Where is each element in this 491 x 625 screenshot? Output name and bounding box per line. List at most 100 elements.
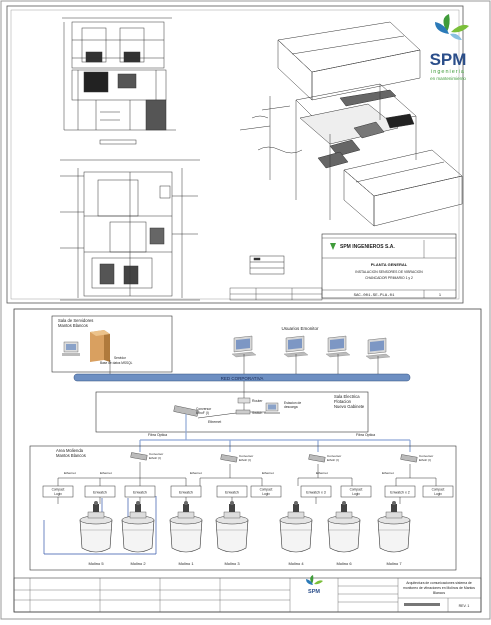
converter-label-2: EthoF (I) xyxy=(149,456,161,460)
compact-logix-label-1: Compact xyxy=(432,488,445,492)
network-sheet: Sala de Servidores Mantos Blancos Servid… xyxy=(13,308,482,613)
compact-logix-label-2: Logix xyxy=(352,492,360,496)
electrical-room-1: Sala Electrica xyxy=(334,394,360,399)
enwatch-module: Enwatch xyxy=(170,485,202,498)
ethernet-label: Ethernet xyxy=(190,471,202,475)
mill-label: Molino 4 xyxy=(288,561,304,566)
compact-logix-label-2: Logix xyxy=(262,492,270,496)
title-block-line-3: Blancos xyxy=(433,591,445,595)
enwatch-module: Enwatch xyxy=(124,485,156,498)
ethernet-label: Ethernet xyxy=(316,471,328,475)
enwatch-label: Enwatch xyxy=(93,491,107,495)
top-plan-sheet: SPM INGENIEROS S.A. PLANTA GENERAL INSTA… xyxy=(6,5,464,304)
corporate-network-label: RED CORPORATIVA xyxy=(221,376,264,381)
server-room-title-2: Mantos Blancos xyxy=(58,323,88,328)
electrical-room-2: Flotacion xyxy=(334,399,352,404)
section-drawing xyxy=(60,159,200,301)
top-company-name: SPM INGENIEROS S.A. xyxy=(340,244,395,250)
ethernet-main-label: Ethernet xyxy=(208,420,221,424)
ethernet-label: Ethernet xyxy=(382,471,394,475)
enwatch-module: Enwatch xyxy=(84,485,116,498)
title-block-line-1: Arquitectura de comunicaciones sistema d… xyxy=(406,581,472,585)
top-drawing-number: SAC-001-SE-PLA-01 xyxy=(354,294,395,298)
converter-label-2: EthoF (I) xyxy=(419,458,431,462)
mill-icon: Molino 7 xyxy=(377,501,411,566)
ethernet-label: Ethernet xyxy=(64,471,76,475)
mill-icon: Molino 2 xyxy=(121,501,155,566)
mill-icon: Molino 4 xyxy=(279,501,313,566)
spm-small-logo-icon xyxy=(330,243,336,250)
switch-label: Switch xyxy=(252,411,262,415)
enwatch-label: Enwatch x 3 xyxy=(306,491,326,495)
compact-logix-label-2: Logix xyxy=(434,492,442,496)
spm-leaf-icon xyxy=(435,14,469,40)
compact-logix-label-1: Compact xyxy=(260,488,273,492)
bottom-title-block: SPM Arquitectura de comunicaciones siste… xyxy=(13,575,482,613)
main-converter-icon xyxy=(173,405,199,417)
user-workstation-icon xyxy=(231,335,257,358)
electrical-room-3: Nuevo Gabinete xyxy=(334,404,365,409)
router-label: Router xyxy=(252,399,263,403)
fiber-label-right: Fibra Optica xyxy=(356,433,375,437)
router-icon xyxy=(237,397,251,404)
converter-label-2: EthoF (I) xyxy=(239,458,251,462)
enwatch-label: Enwatch xyxy=(225,491,239,495)
user-workstations xyxy=(231,335,391,360)
converter-label-2: EthoF (I) xyxy=(327,458,339,462)
electrical-room: Sala Electrica Flotacion Nuevo Gabinete … xyxy=(95,381,369,433)
main-converter-label-2: EthoF (I) xyxy=(196,411,209,415)
compact-logix-label-1: Compact xyxy=(350,488,363,492)
converter-label-1: Conversor xyxy=(419,454,433,458)
server-room: Sala de Servidores Mantos Blancos Servid… xyxy=(51,315,173,373)
revision-label: REV. 1 xyxy=(459,604,470,608)
enwatch-label: Enwatch xyxy=(179,491,193,495)
mill-label: Molino 5 xyxy=(88,561,104,566)
enwatch-module: Enwatch x 3 xyxy=(300,485,332,498)
area-title-2: Mantos Blancos xyxy=(56,453,86,458)
enwatch-label: Enwatch x 2 xyxy=(390,491,410,495)
area-links xyxy=(43,462,437,555)
brand-name: SPM xyxy=(430,50,467,69)
converter-label-1: Conversor xyxy=(149,452,163,456)
top-drawing-subtitle-1: INSTALACION SENSORES DE VIBRACION xyxy=(355,270,423,274)
server-label-2: Base de datos MSSQL xyxy=(100,361,133,365)
isometric-drawing xyxy=(239,21,463,227)
fiber-converter-icon xyxy=(130,452,148,461)
ethernet-label: Ethernet xyxy=(262,471,274,475)
mill-icon: Molino 6 xyxy=(327,501,361,566)
top-drawing-subtitle-2: CHANCADOR PRIMARIO 1 y 2 xyxy=(365,276,413,280)
mill-icon: Molino 3 xyxy=(215,501,249,566)
corporate-network-bar xyxy=(73,373,411,382)
legend-box xyxy=(249,255,285,275)
spm-logo: SPM ingenieria en mantenimiento xyxy=(430,14,469,81)
drawing-code-bar xyxy=(404,603,440,606)
ethernet-label: Ethernet xyxy=(100,471,112,475)
fiber-converter-icon xyxy=(308,454,326,463)
brand-tagline-2: en mantenimiento xyxy=(430,76,466,81)
mill-label: Molino 6 xyxy=(336,561,352,566)
mill-icon: Molino 1 xyxy=(169,501,203,566)
bottom-brand-name: SPM xyxy=(308,589,320,595)
brand-tagline-1: ingenieria xyxy=(431,69,465,75)
fiber-converter-icon xyxy=(400,454,418,463)
mill-icon: Molino 5 xyxy=(79,501,113,566)
switch-icon xyxy=(235,409,251,415)
top-revisions-table xyxy=(229,287,323,301)
download-workstation-icon xyxy=(264,402,280,414)
area-title-1: Area Molienda xyxy=(56,448,84,453)
main-converter-label-1: Conversor xyxy=(196,407,212,411)
grinding-area: Area Molienda Mantos Blancos ConversorEt… xyxy=(29,445,457,571)
bottom-spm-logo: SPM xyxy=(306,575,323,595)
user-workstation-icon xyxy=(325,335,351,358)
converter-label-1: Conversor xyxy=(327,454,341,458)
server-tower-icon xyxy=(90,330,110,362)
enwatch-module: Enwatch x 2 xyxy=(384,485,416,498)
mill-label: Molino 7 xyxy=(386,561,402,566)
